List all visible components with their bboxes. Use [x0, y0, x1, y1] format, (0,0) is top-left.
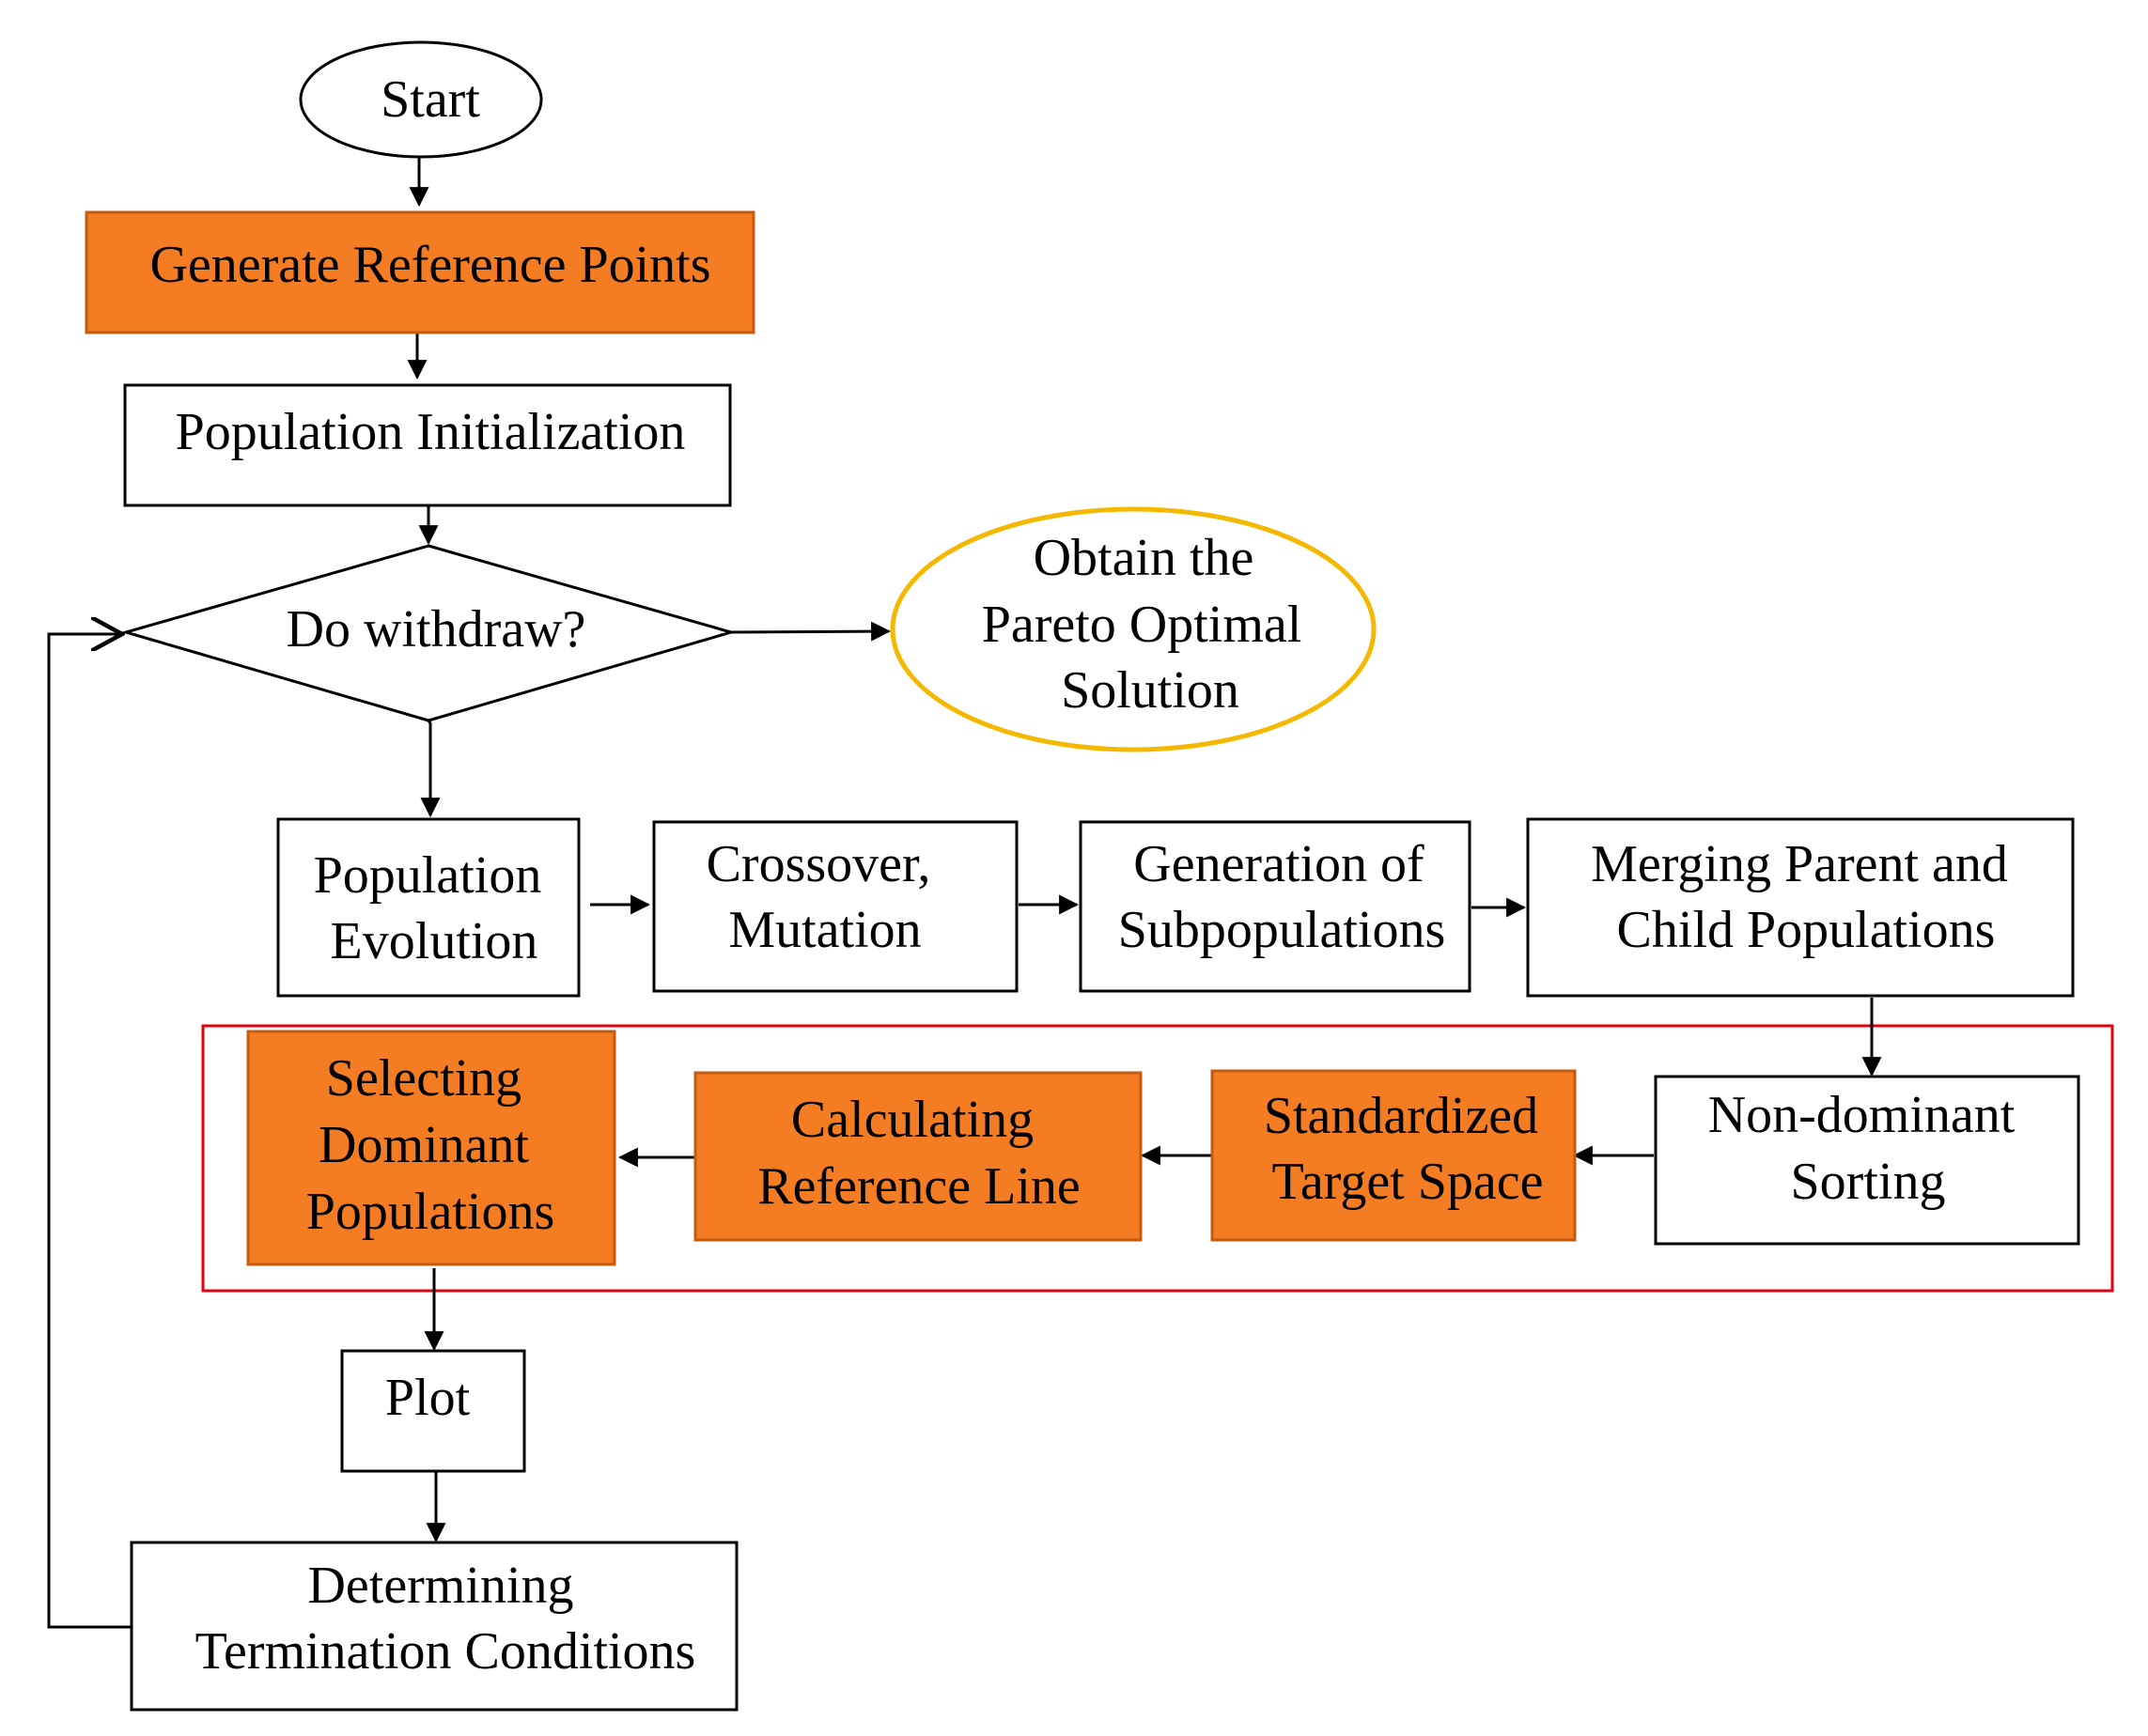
merging-populations-node: Merging Parent and Child Populations [1526, 817, 2075, 998]
non-dominant-sorting-line-2: Sorting [1791, 1153, 1946, 1211]
highlighted-step-group-outline [201, 1024, 2114, 1293]
svg-text:Population Evolution: Population Evolution [314, 846, 555, 970]
population-evolution-line-2: Evolution [331, 912, 538, 970]
plot-label: Plot [385, 1369, 471, 1427]
non-dominant-sorting-line-1: Non-dominant [1708, 1086, 2016, 1144]
start-terminal [299, 40, 543, 159]
svg-text:Non-dominant Sorting: Non-dominant Sorting [1708, 1086, 2029, 1211]
termination-line-1: Determining [307, 1557, 573, 1615]
svg-text:Merging Parent and Child: Merging Parent and Child Populations [1591, 835, 2021, 959]
merging-populations-line-2: Child Populations [1617, 901, 1996, 959]
svg-text:Selecting Dominant: Selecting Dominant Populations [306, 1049, 554, 1241]
non-dominant-sorting-node: Non-dominant Sorting [1654, 1075, 2080, 1246]
do-withdraw-decision: Do withdraw? [120, 544, 737, 722]
start-node: Start [299, 40, 543, 159]
svg-text:Calculating Reference Li: Calculating Reference Line [757, 1091, 1081, 1216]
population-initialization-label: Population Initialization [176, 403, 686, 461]
connectors [47, 157, 1882, 1629]
population-initialization-node: Population Initialization [123, 383, 732, 507]
population-evolution-node: Population Evolution [276, 817, 581, 998]
calculating-reference-line-line-2: Reference Line [757, 1157, 1081, 1216]
selecting-dominant-line-2: Dominant [319, 1116, 529, 1174]
standardized-target-space-node: Standardized Target Space [1210, 1069, 1577, 1242]
loop-back-termination-to-decision [47, 634, 132, 1629]
svg-text:Generation of Subpopulat: Generation of Subpopulations [1118, 835, 1445, 959]
generate-reference-points-label: Generate Reference Points [149, 236, 710, 294]
calculating-reference-line-line-1: Calculating [791, 1091, 1034, 1149]
pareto-line-3: Solution [1061, 661, 1239, 720]
standardized-target-space-line-1: Standardized [1264, 1087, 1538, 1145]
do-withdraw-label: Do withdraw? [287, 600, 586, 659]
selecting-dominant-line-1: Selecting [326, 1049, 521, 1108]
selecting-dominant-populations-node: Selecting Dominant Populations [246, 1030, 616, 1266]
generation-of-subpopulations-node: Generation of Subpopulations [1079, 820, 1471, 993]
calculating-reference-line-node: Calculating Reference Line [693, 1071, 1143, 1242]
selecting-dominant-line-3: Populations [306, 1183, 554, 1241]
crossover-mutation-line-1: Crossover, [707, 835, 931, 893]
termination-line-2: Termination Conditions [195, 1622, 696, 1681]
pareto-line-1: Obtain the [1034, 529, 1254, 587]
arrow-decision-to-pareto [730, 621, 892, 642]
svg-text:Determining Termination: Determining Termination Conditions [195, 1557, 696, 1681]
svg-text:Obtain the Pareto Optima: Obtain the Pareto Optimal Solution [982, 529, 1315, 720]
arrow-decision-to-evolution [420, 720, 441, 818]
standardized-target-space-line-2: Target Space [1272, 1153, 1544, 1211]
generate-reference-points-node: Generate Reference Points [85, 210, 755, 334]
start-label: Start [381, 70, 480, 129]
svg-text:Crossover, Mutation: Crossover, Mutation [707, 835, 944, 959]
crossover-mutation-node: Crossover, Mutation [652, 820, 1019, 993]
pareto-solution-terminal: Obtain the Pareto Optimal Solution [890, 506, 1377, 752]
generation-subpopulations-line-2: Subpopulations [1118, 901, 1445, 959]
crossover-mutation-line-2: Mutation [728, 901, 921, 959]
svg-text:Standardized Target Spac: Standardized Target Space [1264, 1087, 1551, 1211]
merging-populations-line-1: Merging Parent and [1591, 835, 2008, 893]
population-evolution-line-1: Population [314, 846, 542, 905]
plot-node: Plot [340, 1349, 526, 1473]
determining-termination-node: Determining Termination Conditions [130, 1541, 739, 1712]
generation-subpopulations-line-1: Generation of [1133, 835, 1424, 893]
pareto-line-2: Pareto Optimal [982, 596, 1302, 654]
